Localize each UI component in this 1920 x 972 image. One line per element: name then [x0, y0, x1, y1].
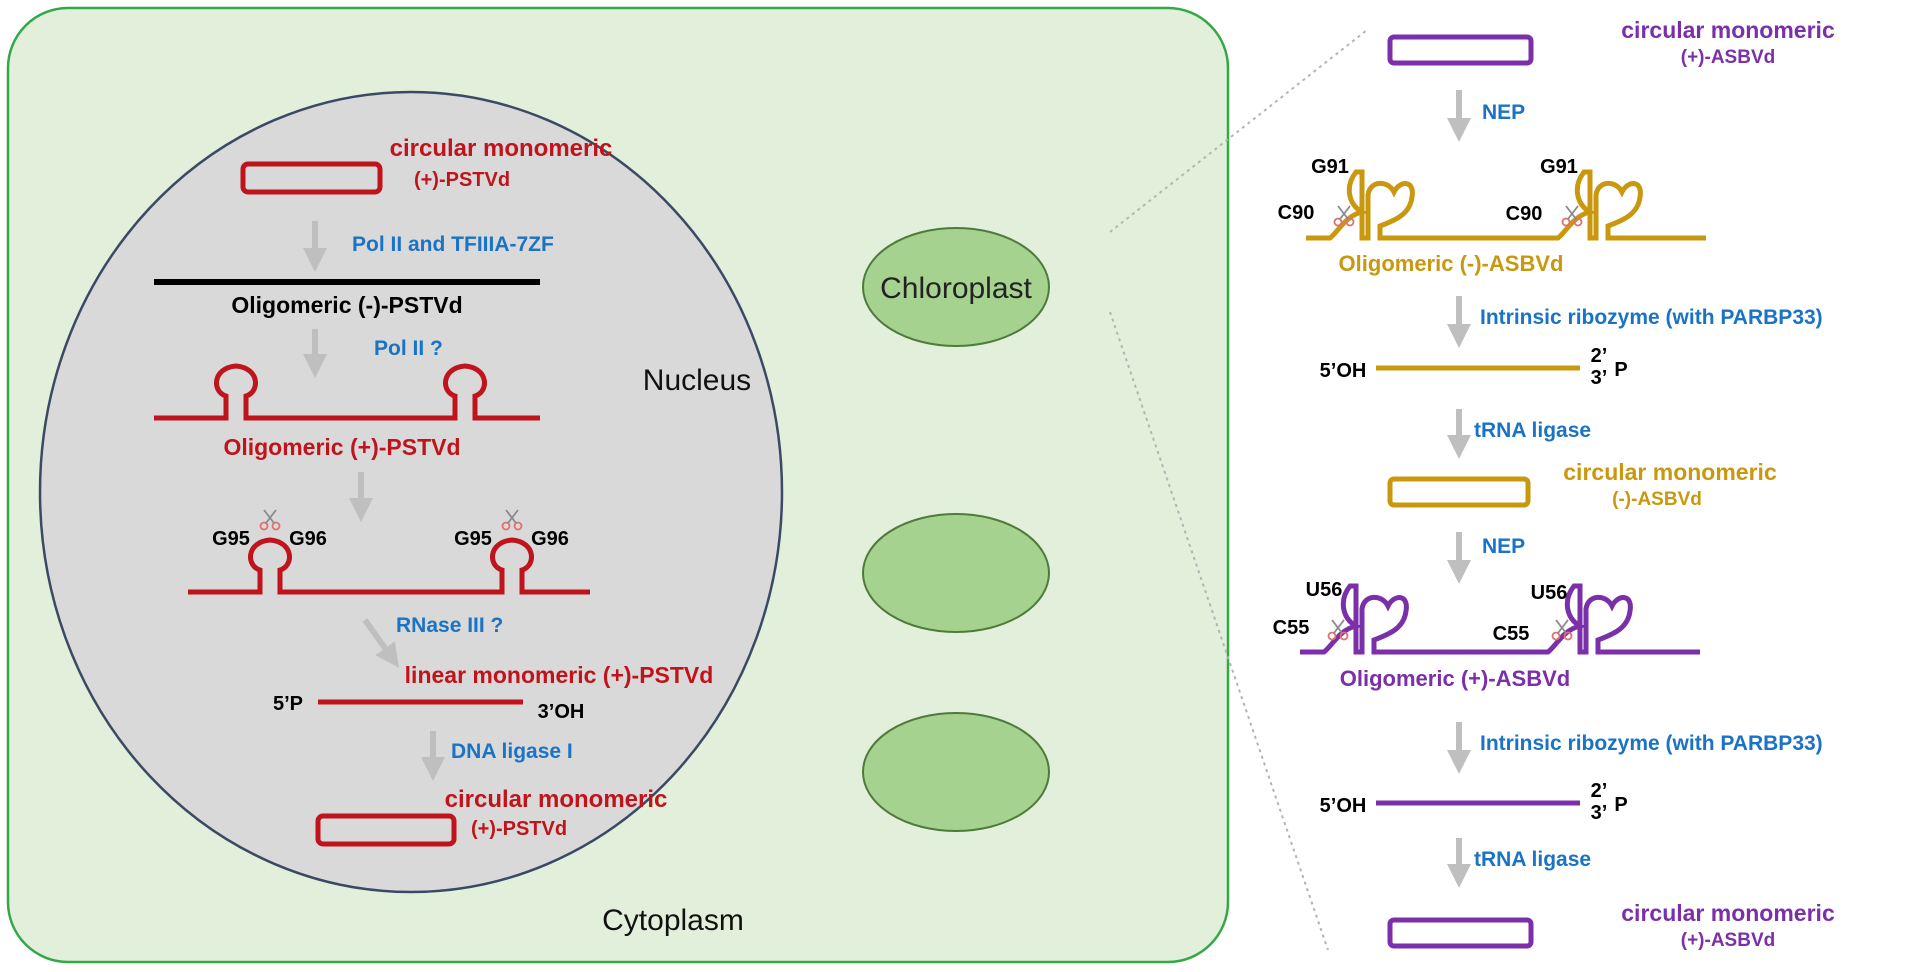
- cytoplasm-label: Cytoplasm: [602, 904, 744, 937]
- asbvd-plus-site-left-c: C55: [1273, 617, 1310, 639]
- pstvd-end-label-2: (+)-PSTVd: [471, 818, 567, 840]
- pstvd-start-label-1: circular monomeric: [390, 135, 613, 162]
- chloroplast-label: Chloroplast: [880, 272, 1032, 305]
- asbvd-minus-circ-label-2: (-)-ASBVd: [1612, 489, 1702, 510]
- asbvd-minus-circ-label-1: circular monomeric: [1563, 459, 1777, 485]
- asbvd-circular-start: [1387, 34, 1534, 66]
- asbvd-minus-site-right-g: G91: [1540, 156, 1578, 178]
- pstvd-cleave-right-a: G95: [454, 528, 492, 550]
- asbvd-start-label-1: circular monomeric: [1621, 17, 1835, 43]
- pstvd-linear-5prime: 5’P: [273, 693, 303, 715]
- asbvd-minus-site-right-c: C90: [1506, 203, 1543, 225]
- asbvd-plus-oligo-label: Oligomeric (+)-ASBVd: [1340, 666, 1570, 691]
- pstvd-circular-start: [240, 161, 383, 195]
- zoom-line-top: [1109, 29, 1368, 233]
- asbvd-minus-site-left-c: C90: [1278, 202, 1315, 224]
- zoom-line-bottom: [1109, 311, 1329, 951]
- asbvd-lin1-5prime: 5’OH: [1320, 360, 1367, 382]
- pstvd-minus-strand-label: Oligomeric (-)-PSTVd: [231, 292, 462, 318]
- pstvd-plus-strand-label: Oligomeric (+)-PSTVd: [223, 434, 460, 460]
- asbvd-lin2-3prime: 3’: [1591, 802, 1608, 824]
- asbvd-step3-enzyme: tRNA ligase: [1474, 419, 1591, 442]
- asbvd-minus-circular: [1387, 476, 1531, 508]
- nucleus-region: [38, 90, 784, 894]
- asbvd-plus-site-right-u: U56: [1531, 582, 1568, 604]
- asbvd-step2-enzyme: Intrinsic ribozyme (with PARBP33): [1480, 306, 1823, 329]
- pstvd-plus-oligomer: [154, 363, 540, 421]
- chloroplast-main[interactable]: [862, 227, 1050, 347]
- pstvd-cleave-left-a: G95: [212, 528, 250, 550]
- chloroplast-3: [862, 712, 1050, 832]
- asbvd-plus-site-right-c: C55: [1493, 623, 1530, 645]
- asbvd-minus-site-left-g: G91: [1311, 156, 1349, 178]
- pstvd-step3-enzyme: RNase III ?: [396, 614, 503, 637]
- pstvd-linear-label: linear monomeric (+)-PSTVd: [405, 662, 714, 688]
- asbvd-end-label-1: circular monomeric: [1621, 900, 1835, 926]
- pstvd-cleave-right-b: G96: [531, 528, 569, 550]
- asbvd-step5-enzyme: Intrinsic ribozyme (with PARBP33): [1480, 732, 1823, 755]
- nucleus-label: Nucleus: [643, 364, 751, 397]
- asbvd-lin2-2prime: 2’: [1591, 780, 1608, 802]
- asbvd-lin1-2prime: 2’: [1591, 345, 1608, 367]
- asbvd-lin2-5prime: 5’OH: [1320, 795, 1367, 817]
- pstvd-step4-enzyme: DNA ligase I: [451, 740, 573, 763]
- asbvd-lin2-phosphate: P: [1614, 794, 1627, 816]
- asbvd-minus-oligomer: [1306, 169, 1706, 241]
- asbvd-minus-oligo-label: Oligomeric (-)-ASBVd: [1339, 251, 1564, 276]
- asbvd-lin1-phosphate: P: [1614, 359, 1627, 381]
- asbvd-lin1-3prime: 3’: [1591, 367, 1608, 389]
- asbvd-circular-end: [1387, 917, 1534, 949]
- pstvd-step2-enzyme: Pol II ?: [374, 337, 443, 360]
- pstvd-step1-enzyme: Pol II and TFIIIA-7ZF: [352, 233, 554, 256]
- pstvd-start-label-2: (+)-PSTVd: [414, 169, 510, 191]
- pstvd-end-label-1: circular monomeric: [445, 786, 668, 813]
- asbvd-plus-oligomer: [1300, 583, 1700, 655]
- pstvd-cleavage-oligomer: [188, 537, 590, 595]
- pstvd-arrow-4: [362, 618, 399, 668]
- pstvd-cleave-left-b: G96: [289, 528, 327, 550]
- asbvd-end-label-2: (+)-ASBVd: [1681, 930, 1775, 951]
- asbvd-step4-enzyme: NEP: [1482, 535, 1525, 558]
- asbvd-step6-enzyme: tRNA ligase: [1474, 848, 1591, 871]
- asbvd-plus-site-left-u: U56: [1306, 579, 1343, 601]
- pstvd-circular-end: [315, 813, 457, 847]
- asbvd-start-label-2: (+)-ASBVd: [1681, 47, 1775, 68]
- pstvd-linear-3prime: 3’OH: [538, 701, 585, 723]
- asbvd-step1-enzyme: NEP: [1482, 101, 1525, 124]
- chloroplast-2: [862, 513, 1050, 633]
